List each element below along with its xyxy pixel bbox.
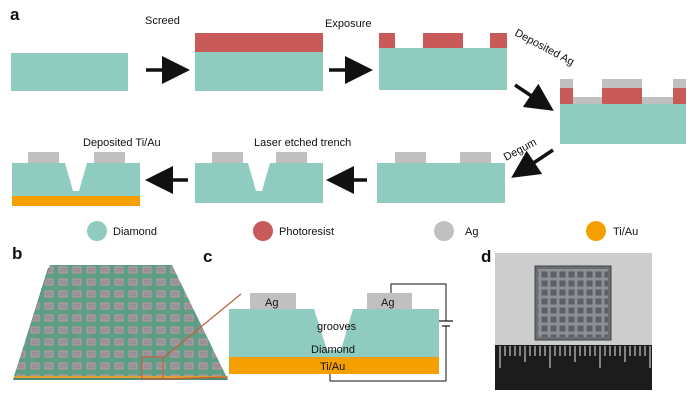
step-label-deposited-tiau: Deposited Ti/Au	[83, 137, 161, 149]
diamond-substrate-4	[560, 104, 686, 144]
ag-layer	[673, 79, 686, 88]
legend-swatch-ag	[434, 221, 454, 241]
panel-label-c: c	[203, 247, 212, 266]
ag-pad	[395, 152, 426, 163]
tiau-electrode	[229, 357, 439, 374]
wafer-surface	[14, 265, 226, 376]
arrow-4	[511, 148, 554, 178]
trenched-diamond	[12, 163, 140, 196]
device-photograph	[495, 253, 652, 390]
panel-label-b: b	[12, 244, 22, 263]
pixel-array-illustration	[13, 265, 228, 380]
photoresist-block	[560, 88, 573, 104]
diamond-substrate-2	[195, 52, 323, 91]
step-label-degum: Degum	[502, 136, 539, 163]
legend-swatch-photoresist	[253, 221, 273, 241]
photoresist-layer	[195, 33, 323, 52]
ag-electrode-left	[250, 293, 296, 309]
legend-swatch-diamond	[87, 221, 107, 241]
ag-pad	[642, 97, 673, 104]
diamond-label: Diamond	[311, 344, 355, 356]
photoresist-block	[423, 33, 463, 48]
tiau-label: Ti/Au	[320, 361, 345, 373]
diamond-substrate-1	[11, 53, 128, 91]
ag-pad	[28, 152, 59, 163]
panel-label-a: a	[10, 5, 20, 24]
ag-pad	[573, 97, 602, 104]
legend-label-ag: Ag	[465, 226, 478, 238]
step-label-deposited-ag: Deposited Ag	[513, 27, 576, 68]
ruler-ticks	[499, 346, 651, 368]
step-label-laser-etched-trench: Laser etched trench	[254, 137, 351, 149]
legend: Diamond Photoresist Ag Ti/Au	[87, 221, 638, 241]
zoom-line	[162, 376, 229, 380]
legend-label-photoresist: Photoresist	[279, 226, 334, 238]
grooves-label: grooves	[317, 321, 357, 333]
legend-label-tiau: Ti/Au	[613, 226, 638, 238]
device-cross-section: Ag Ag grooves Diamond Ti/Au	[229, 283, 453, 382]
electrode-grid	[538, 269, 608, 337]
ruler	[495, 345, 652, 390]
legend-label-diamond: Diamond	[113, 226, 157, 238]
diamond-substrate-5	[377, 163, 505, 203]
diamond-body	[229, 309, 439, 357]
zoom-line	[162, 293, 242, 359]
photoresist-block	[602, 88, 642, 104]
legend-swatch-tiau	[586, 221, 606, 241]
photoresist-block	[490, 33, 507, 48]
zoom-box	[141, 356, 164, 380]
ag-layer	[602, 79, 642, 88]
diamond-substrate-3	[379, 48, 507, 90]
ag-label-right: Ag	[381, 297, 394, 309]
ag-pad	[276, 152, 307, 163]
circuit-wire	[390, 283, 447, 321]
trenched-diamond	[195, 163, 323, 203]
photoresist-block	[379, 33, 395, 48]
step-label-exposure: Exposure	[325, 18, 371, 30]
circuit-wire	[329, 326, 447, 382]
ag-pad	[460, 152, 491, 163]
ag-electrode-right	[367, 293, 412, 309]
tiau-layer	[12, 196, 140, 206]
ag-layer	[560, 79, 573, 88]
step-label-screed: Screed	[145, 15, 180, 27]
arrow-3	[514, 83, 554, 111]
photoresist-block	[673, 88, 686, 104]
ag-pad	[212, 152, 243, 163]
panel-label-d: d	[481, 247, 491, 266]
ag-pad	[94, 152, 125, 163]
ag-label-left: Ag	[265, 297, 278, 309]
